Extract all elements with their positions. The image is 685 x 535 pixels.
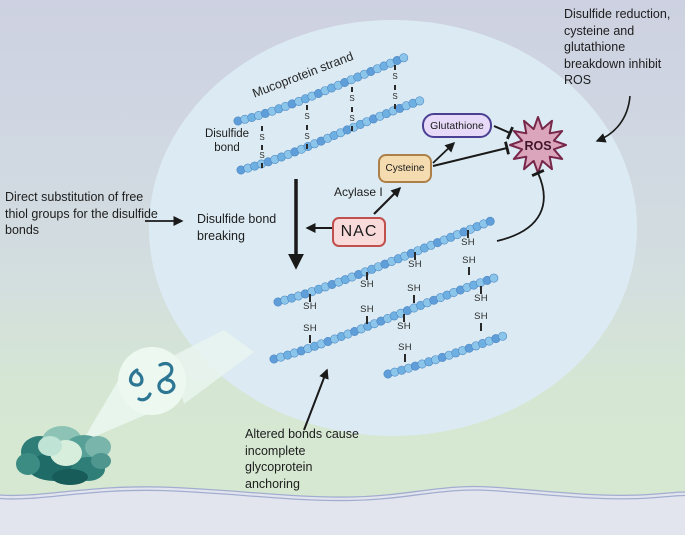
sh-label: SH — [360, 279, 374, 290]
sh-label: SH — [461, 237, 475, 248]
mucus-clump — [16, 426, 111, 485]
sh-group: SH — [471, 286, 491, 305]
cysteine-label: Cysteine — [385, 163, 425, 174]
membrane-wave — [0, 485, 685, 535]
nac-label: NAC — [340, 223, 378, 240]
sh-label: SH — [398, 342, 412, 353]
direct-substitution-note: Direct substitution of free thiol groups… — [5, 190, 158, 237]
nac-node: NAC — [332, 217, 386, 247]
below-membrane-area — [0, 486, 685, 535]
sh-group: SH — [300, 294, 320, 313]
magnified-view-circle — [149, 20, 637, 436]
s-label: S — [259, 151, 265, 161]
sh-group: SH — [405, 252, 425, 271]
sh-group: SH — [404, 283, 424, 303]
callout-cone-to-circle — [171, 330, 254, 404]
s-label: S — [304, 112, 310, 122]
sh-label: SH — [462, 255, 476, 266]
sh-group: SH — [459, 255, 479, 275]
sh-label: SH — [303, 323, 317, 334]
sh-group: SH — [395, 342, 415, 362]
mucin-squiggle-icon — [128, 361, 176, 402]
sh-label: SH — [474, 311, 488, 322]
sh-group: SH — [458, 230, 478, 249]
mucoprotein-strand-broken-3 — [383, 331, 508, 379]
sh-label: SH — [474, 293, 488, 304]
altered-bonds-note: Altered bonds cause incomplete glycoprot… — [245, 427, 359, 491]
s-label: S — [349, 113, 355, 123]
disulfide-bond-label: Disulfide bond — [204, 128, 250, 154]
sh-label: SH — [360, 304, 374, 315]
mucoprotein-strand-top-1 — [233, 53, 409, 126]
glutathione-label: Glutathione — [430, 119, 484, 132]
mucus-clump-callout — [16, 330, 254, 485]
altered-bonds-arrow — [303, 368, 329, 431]
cysteine-inhibits-ros-line — [432, 141, 510, 167]
s-label: S — [259, 132, 265, 142]
sh-group: SH — [394, 314, 414, 333]
thiol-inhibits-ros-curve — [496, 169, 545, 242]
cysteine-to-glutathione-arrow — [432, 141, 456, 164]
sh-label: SH — [407, 283, 421, 294]
sh-label: SH — [397, 321, 411, 332]
glutathione-inhibits-ros-line — [493, 125, 514, 140]
s-label: S — [392, 91, 398, 101]
glutathione-node: Glutathione — [422, 113, 492, 138]
s-label: S — [392, 72, 398, 82]
magnifier-bubble — [118, 347, 186, 415]
note-to-ros-curved-arrow — [595, 95, 631, 143]
mucoprotein-strand-top-2 — [236, 96, 425, 175]
arrows — [145, 95, 631, 431]
sh-group: SH — [357, 304, 377, 324]
sh-label: SH — [303, 301, 317, 312]
sh-group: SH — [357, 272, 377, 291]
s-label: S — [349, 94, 355, 104]
ros-label: ROS — [524, 139, 552, 153]
membrane-line-bottom — [0, 489, 685, 502]
ros-inhibition-note: Disulfide reduction, cysteine and glutat… — [564, 7, 671, 87]
membrane-line-top — [0, 485, 685, 498]
sh-label: SH — [408, 259, 422, 270]
disulfide-bond-breaking-label: Disulfide bond breaking — [197, 212, 277, 243]
mucoprotein-strand-broken-2 — [269, 273, 499, 364]
cysteine-node: Cysteine — [378, 154, 432, 183]
nac-to-cysteine-arrow — [373, 186, 402, 215]
sh-group: SH — [300, 323, 320, 343]
sh-group: SH — [471, 311, 491, 331]
acylase-label: Acylase I — [334, 185, 383, 199]
s-label: S — [304, 131, 310, 141]
